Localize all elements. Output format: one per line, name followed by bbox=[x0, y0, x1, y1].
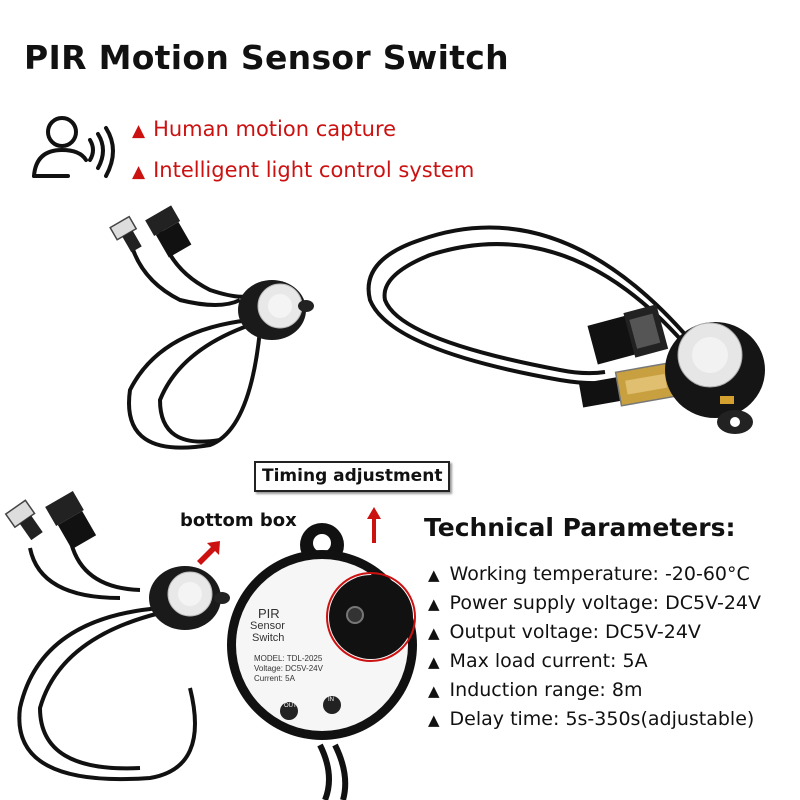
person-motion-icon bbox=[32, 116, 115, 178]
product-photo-small bbox=[109, 205, 314, 450]
label-current: Current: 5A bbox=[254, 674, 295, 683]
triangle-bullet-icon: ▲ bbox=[428, 624, 440, 642]
label-switch: Switch bbox=[252, 632, 285, 644]
label-pir: PIR bbox=[258, 606, 280, 621]
feature-light-control: ▲ Intelligent light control system bbox=[132, 158, 474, 182]
triangle-bullet-icon: ▲ bbox=[428, 711, 440, 729]
label-sensor: Sensor bbox=[250, 620, 285, 632]
label-voltage: Voltage: DC5V-24V bbox=[254, 664, 323, 673]
page-title: PIR Motion Sensor Switch bbox=[24, 38, 509, 77]
timing-adjustment-label: Timing adjustment bbox=[254, 461, 451, 492]
tech-params-title: Technical Parameters: bbox=[424, 513, 736, 542]
param-power-supply: ▲ Power supply voltage: DC5V-24V bbox=[428, 592, 761, 614]
bottom-box-photo bbox=[227, 523, 417, 800]
param-text: Output voltage: DC5V-24V bbox=[449, 621, 701, 643]
param-output-voltage: ▲ Output voltage: DC5V-24V bbox=[428, 621, 701, 643]
feature-text: Intelligent light control system bbox=[153, 158, 475, 182]
param-text: Max load current: 5A bbox=[449, 650, 648, 672]
product-photo-large bbox=[366, 225, 765, 434]
param-text: Delay time: 5s-350s(adjustable) bbox=[449, 708, 755, 730]
param-text: Induction range: 8m bbox=[449, 679, 643, 701]
param-induction-range: ▲ Induction range: 8m bbox=[428, 679, 642, 701]
diagonal-arrow-icon bbox=[197, 541, 220, 565]
param-text: Working temperature: -20-60°C bbox=[449, 563, 750, 585]
product-photo-bottom-left bbox=[4, 490, 230, 782]
param-delay-time: ▲ Delay time: 5s-350s(adjustable) bbox=[428, 708, 754, 730]
label-out: OUT bbox=[284, 703, 297, 709]
bottom-box-label: bottom box bbox=[180, 510, 297, 531]
param-text: Power supply voltage: DC5V-24V bbox=[449, 592, 761, 614]
up-arrow-icon bbox=[367, 507, 381, 543]
triangle-bullet-icon: ▲ bbox=[132, 121, 146, 141]
triangle-bullet-icon: ▲ bbox=[428, 682, 440, 700]
param-max-load: ▲ Max load current: 5A bbox=[428, 650, 648, 672]
triangle-bullet-icon: ▲ bbox=[132, 162, 146, 182]
param-working-temperature: ▲ Working temperature: -20-60°C bbox=[428, 563, 750, 585]
feature-human-motion: ▲ Human motion capture bbox=[132, 117, 396, 141]
label-in: IN bbox=[328, 697, 334, 703]
triangle-bullet-icon: ▲ bbox=[428, 595, 440, 613]
triangle-bullet-icon: ▲ bbox=[428, 653, 440, 671]
feature-text: Human motion capture bbox=[153, 117, 397, 141]
triangle-bullet-icon: ▲ bbox=[428, 566, 440, 584]
label-model: MODEL: TDL-2025 bbox=[254, 654, 323, 663]
